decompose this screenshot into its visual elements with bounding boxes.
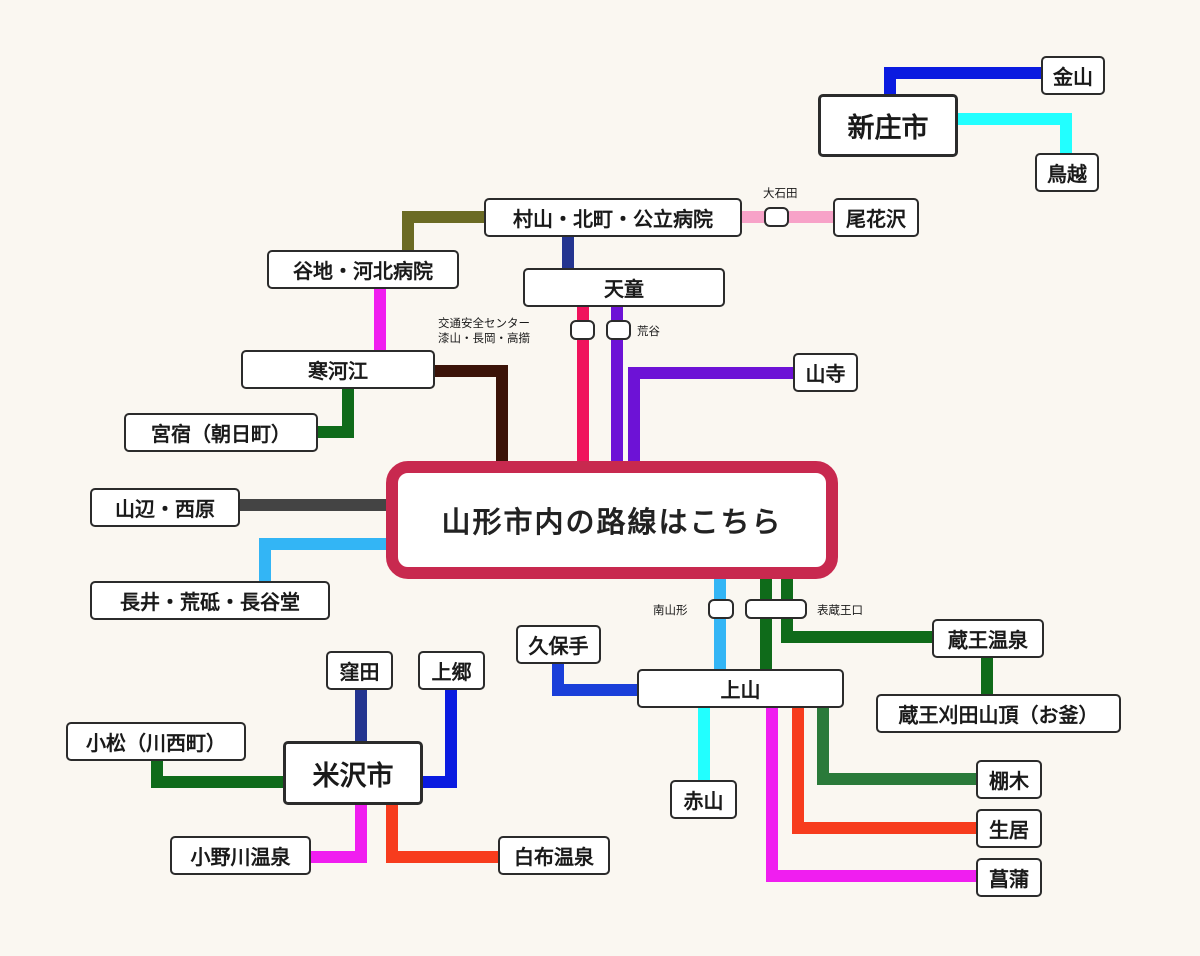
stop-label-kotsu-anzen: 交通安全センター — [438, 316, 530, 330]
station-yamadera[interactable]: 山寺 — [793, 353, 858, 392]
route-line-kubote — [552, 660, 640, 696]
route-line-yamadera — [628, 367, 797, 465]
station-namai[interactable]: 生居 — [976, 809, 1042, 848]
station-yamanobe[interactable]: 山辺・西原 — [90, 488, 240, 527]
stop-label-oishida: 大石田 — [763, 186, 798, 200]
station-tendo[interactable]: 天童 — [523, 268, 725, 307]
station-sagae[interactable]: 寒河江 — [241, 350, 435, 389]
route-line-komatsu — [151, 758, 285, 788]
station-kaminoyama[interactable]: 上山 — [637, 669, 844, 708]
station-shobu[interactable]: 菖蒲 — [976, 858, 1042, 897]
station-karasugoe[interactable]: 鳥越 — [1035, 153, 1099, 192]
route-line-zao-onsen-b — [781, 575, 935, 643]
station-zao-katta[interactable]: 蔵王刈田山頂（お釜） — [876, 694, 1121, 733]
route-line-miyajuku — [316, 388, 354, 438]
route-line-tanaki — [817, 705, 980, 785]
route-line-namai — [792, 705, 980, 834]
stop-label-omote-zao: 表蔵王口 — [817, 603, 863, 617]
station-nagai[interactable]: 長井・荒砥・長谷堂 — [90, 581, 330, 620]
route-line-sagae — [432, 365, 508, 465]
route-line-onogawa — [308, 805, 367, 863]
route-line-murayama — [402, 211, 490, 255]
stop-label-urushiyama: 漆山・長岡・高擶 — [438, 331, 530, 345]
route-line-nagai — [259, 538, 392, 583]
station-kaneyama[interactable]: 金山 — [1041, 56, 1105, 95]
route-line-shobu — [766, 705, 980, 882]
route-line-karasugoe — [955, 113, 1072, 160]
stop-marker-araya — [606, 320, 631, 340]
station-miyajuku[interactable]: 宮宿（朝日町） — [124, 413, 318, 452]
route-line-kaneyama — [884, 67, 1045, 100]
stop-marker-omote-zao — [745, 599, 807, 619]
station-akayama[interactable]: 赤山 — [670, 780, 737, 819]
station-murayama[interactable]: 村山・北町・公立病院 — [484, 198, 742, 237]
station-komatsu[interactable]: 小松（川西町） — [66, 722, 246, 761]
route-line-shirabu — [386, 805, 500, 863]
station-yachi[interactable]: 谷地・河北病院 — [267, 250, 459, 289]
station-kamigo[interactable]: 上郷 — [418, 651, 485, 690]
station-shirabu[interactable]: 白布温泉 — [498, 836, 610, 875]
stop-label-araya: 荒谷 — [637, 324, 660, 338]
yamagata-city-routes-button[interactable]: 山形市内の路線はこちら — [386, 461, 838, 579]
stop-marker-minami-yamagata — [708, 599, 734, 619]
stop-marker-kotsu-anzen — [570, 320, 595, 340]
route-line-kamigo — [422, 688, 457, 788]
stop-label-minami-yamagata: 南山形 — [653, 603, 688, 617]
station-kubote[interactable]: 久保手 — [516, 625, 601, 664]
station-yonezawa-city[interactable]: 米沢市 — [283, 741, 423, 805]
station-tanaki[interactable]: 棚木 — [976, 760, 1042, 799]
stop-marker-oishida — [764, 207, 789, 227]
station-shinjo-city[interactable]: 新庄市 — [818, 94, 958, 157]
station-zao-onsen[interactable]: 蔵王温泉 — [932, 619, 1044, 658]
station-kubota[interactable]: 窪田 — [326, 651, 393, 690]
station-obanazawa[interactable]: 尾花沢 — [833, 198, 919, 237]
station-onogawa[interactable]: 小野川温泉 — [170, 836, 311, 875]
